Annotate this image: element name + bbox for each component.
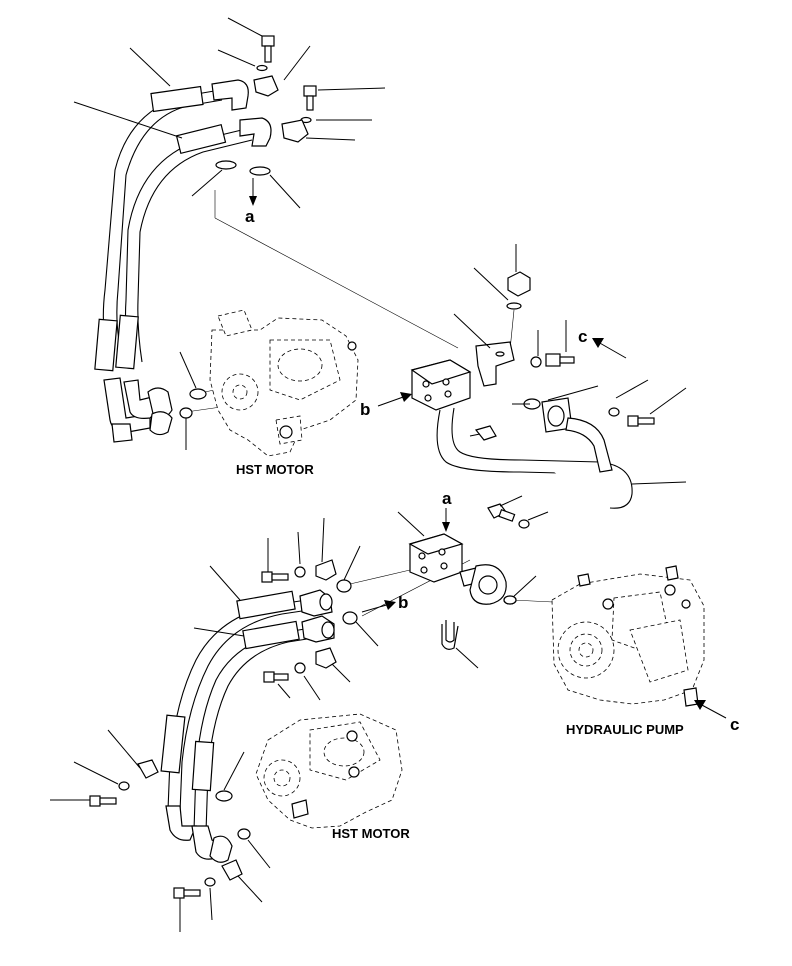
ref-c-lower: c — [694, 700, 739, 734]
hydraulic-pump-label: HYDRAULIC PUMP — [566, 722, 684, 737]
ref-c-upper-label: c — [578, 327, 587, 346]
ref-b-lower: b — [361, 593, 408, 613]
hst-motor-upper-label: HST MOTOR — [236, 462, 314, 477]
hst-motor-lower-label: HST MOTOR — [332, 826, 410, 841]
hydraulic-pump: HYDRAULIC PUMP — [503, 565, 705, 737]
upper-hardware — [215, 35, 317, 176]
upper-hose-assembly — [94, 79, 272, 443]
upper-leader-lines — [73, 17, 386, 209]
hst-motor-lower: HST MOTOR — [255, 713, 410, 841]
ref-a-upper: a — [245, 178, 257, 226]
middle-block-assembly — [410, 244, 687, 509]
ref-c-upper: c — [578, 327, 627, 359]
ref-a-lower-label: a — [442, 489, 452, 508]
ref-b-upper-label: b — [360, 400, 370, 419]
ref-b-lower-label: b — [398, 593, 408, 612]
lower-hose-assembly — [160, 589, 335, 863]
ref-c-lower-label: c — [730, 715, 739, 734]
lower-block-assembly: a — [397, 489, 549, 669]
lower-leader-lines — [50, 517, 379, 932]
hst-motor-upper: HST MOTOR — [179, 309, 359, 477]
lower-hardware — [89, 559, 358, 899]
ref-b-upper: b — [360, 392, 412, 419]
ref-a-upper-label: a — [245, 207, 255, 226]
